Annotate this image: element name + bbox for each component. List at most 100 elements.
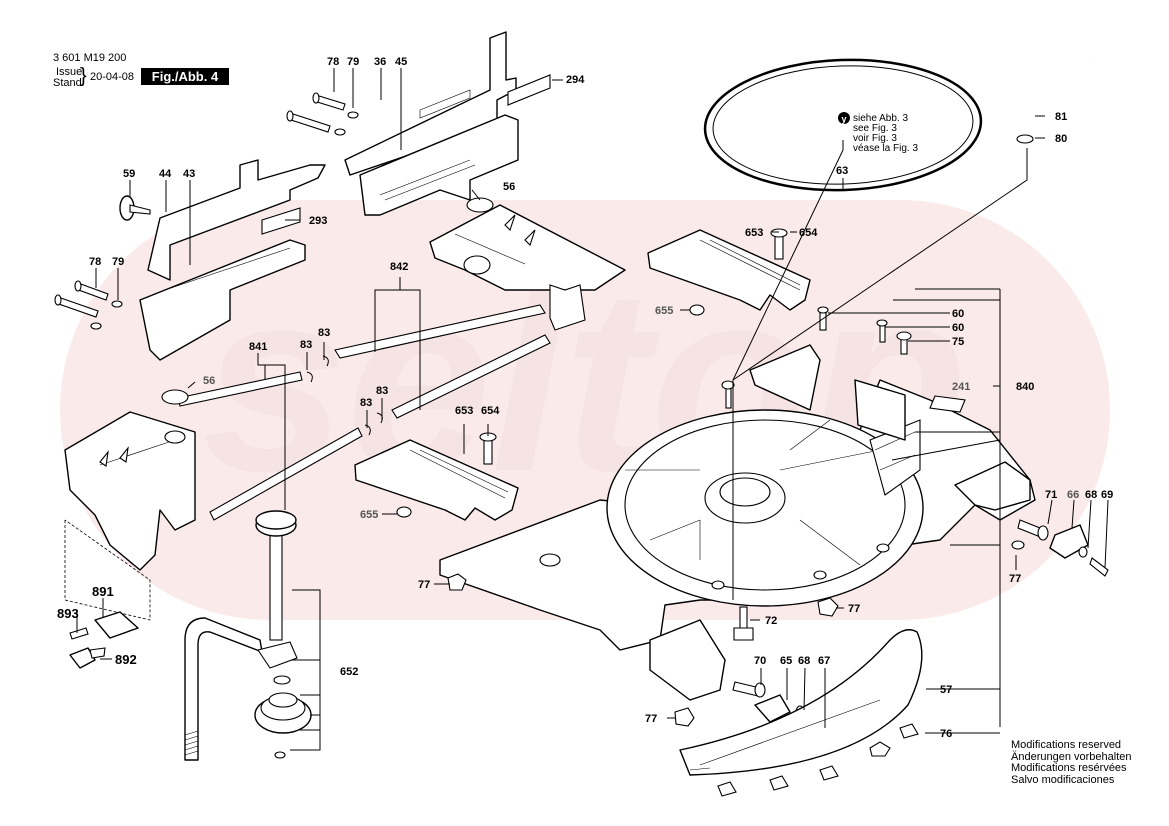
see-also-line-1: siehe Abb. 3 bbox=[853, 113, 908, 124]
part-labels: 78 79 36 45 294 59 44 43 293 78 79 56 84… bbox=[57, 56, 1113, 740]
screws-lower bbox=[54, 280, 123, 330]
label-79: 79 bbox=[347, 56, 359, 68]
label-655: 655 bbox=[360, 509, 378, 521]
label-72: 72 bbox=[765, 615, 777, 627]
label-36: 36 bbox=[374, 56, 386, 68]
tool-holder-upper bbox=[647, 228, 811, 316]
note-line: Änderungen vorbehalten bbox=[1011, 750, 1132, 763]
brace: } bbox=[80, 65, 87, 87]
label-840: 840 bbox=[1016, 381, 1034, 393]
extension-table-left bbox=[64, 411, 196, 571]
figure-label: Fig./Abb. 4 bbox=[141, 68, 229, 85]
label-655: 655 bbox=[655, 305, 673, 317]
label-56: 56 bbox=[503, 181, 515, 193]
label-77: 77 bbox=[418, 579, 430, 591]
extension-table-right bbox=[429, 204, 626, 331]
label-80: 80 bbox=[1055, 133, 1067, 145]
see-also-line-2: see Fig. 3 bbox=[853, 123, 897, 134]
see-also-marker bbox=[838, 112, 850, 124]
label-79: 79 bbox=[112, 256, 124, 268]
washer-80 bbox=[1016, 134, 1034, 144]
see-also-line-4: véase la Fig. 3 bbox=[853, 143, 918, 154]
label-57: 57 bbox=[940, 684, 952, 696]
screw-893 bbox=[69, 627, 89, 640]
screws-60-75 bbox=[721, 306, 912, 409]
label-81: 81 bbox=[1055, 111, 1067, 123]
label-75: 75 bbox=[952, 336, 964, 348]
doc-number: 3 601 M19 200 bbox=[53, 52, 127, 64]
fence-left bbox=[139, 159, 326, 361]
label-654: 654 bbox=[481, 405, 500, 417]
label-63: 63 bbox=[836, 165, 848, 177]
label-653: 653 bbox=[745, 227, 763, 239]
label-654: 654 bbox=[799, 227, 818, 239]
label-83: 83 bbox=[318, 327, 330, 339]
nuts-77 bbox=[447, 573, 839, 727]
label-67: 67 bbox=[818, 655, 830, 667]
leader-lines bbox=[76, 68, 1109, 751]
note-line: Modifications resérvées bbox=[1011, 762, 1127, 774]
label-66: 66 bbox=[1067, 489, 1079, 501]
label-83: 83 bbox=[360, 397, 372, 409]
label-893: 893 bbox=[57, 606, 79, 621]
knob-59 bbox=[119, 195, 151, 221]
label-83: 83 bbox=[300, 339, 312, 351]
blade-guard-ring bbox=[703, 58, 983, 192]
label-241: 241 bbox=[952, 381, 970, 393]
cap-56-lower bbox=[161, 389, 189, 405]
stand-label: Stand bbox=[53, 77, 82, 89]
fence-upper-right bbox=[344, 31, 519, 216]
label-77: 77 bbox=[645, 713, 657, 725]
label-842: 842 bbox=[390, 261, 408, 273]
strip-293 bbox=[261, 207, 301, 235]
modifications-notes: Modifications reserved Änderungen vorbeh… bbox=[1011, 739, 1132, 786]
label-891: 891 bbox=[92, 584, 114, 599]
screws-upper bbox=[286, 92, 359, 136]
label-65: 65 bbox=[780, 655, 792, 667]
label-892: 892 bbox=[115, 652, 137, 667]
label-78: 78 bbox=[327, 56, 339, 68]
label-83: 83 bbox=[376, 385, 388, 397]
rods bbox=[177, 304, 551, 521]
label-78: 78 bbox=[89, 256, 101, 268]
label-69: 69 bbox=[1101, 489, 1113, 501]
label-77: 77 bbox=[1009, 573, 1021, 585]
label-841: 841 bbox=[249, 341, 267, 353]
see-also-marker-letter: y bbox=[841, 114, 846, 124]
label-56: 56 bbox=[203, 375, 215, 387]
label-68: 68 bbox=[1085, 489, 1097, 501]
label-59: 59 bbox=[123, 168, 135, 180]
label-60: 60 bbox=[952, 308, 964, 320]
see-also-note: siehe Abb. 3 see Fig. 3 voir Fig. 3 véas… bbox=[853, 113, 918, 154]
issue-date: 20-04-08 bbox=[90, 71, 135, 83]
latch-right bbox=[1011, 519, 1109, 577]
label-45: 45 bbox=[395, 56, 407, 68]
cap-56-top bbox=[466, 197, 494, 213]
note-line: Modifications reserved bbox=[1011, 739, 1122, 751]
label-241 bbox=[929, 395, 966, 413]
label-60: 60 bbox=[952, 322, 964, 334]
label-44: 44 bbox=[159, 168, 172, 180]
label-70: 70 bbox=[754, 655, 766, 667]
label-76: 76 bbox=[940, 728, 952, 740]
lock-handle-652 bbox=[184, 510, 312, 761]
label-652: 652 bbox=[340, 666, 358, 678]
note-line: Salvo modificaciones bbox=[1011, 773, 1115, 786]
label-71: 71 bbox=[1045, 489, 1057, 501]
knob-892 bbox=[69, 647, 106, 669]
label-293: 293 bbox=[309, 215, 327, 227]
issue-label: Issue bbox=[56, 66, 83, 78]
accessory-outline bbox=[64, 519, 151, 621]
see-also-line-3: voir Fig. 3 bbox=[853, 133, 897, 144]
label-68: 68 bbox=[798, 655, 810, 667]
label-77: 77 bbox=[848, 603, 860, 615]
scale-plate bbox=[679, 629, 923, 797]
label-653: 653 bbox=[455, 405, 473, 417]
label-294: 294 bbox=[566, 74, 585, 86]
bolt-72 bbox=[733, 606, 754, 641]
tool-holder-lower bbox=[354, 432, 519, 521]
plate-891 bbox=[94, 611, 139, 639]
label-43: 43 bbox=[183, 168, 195, 180]
